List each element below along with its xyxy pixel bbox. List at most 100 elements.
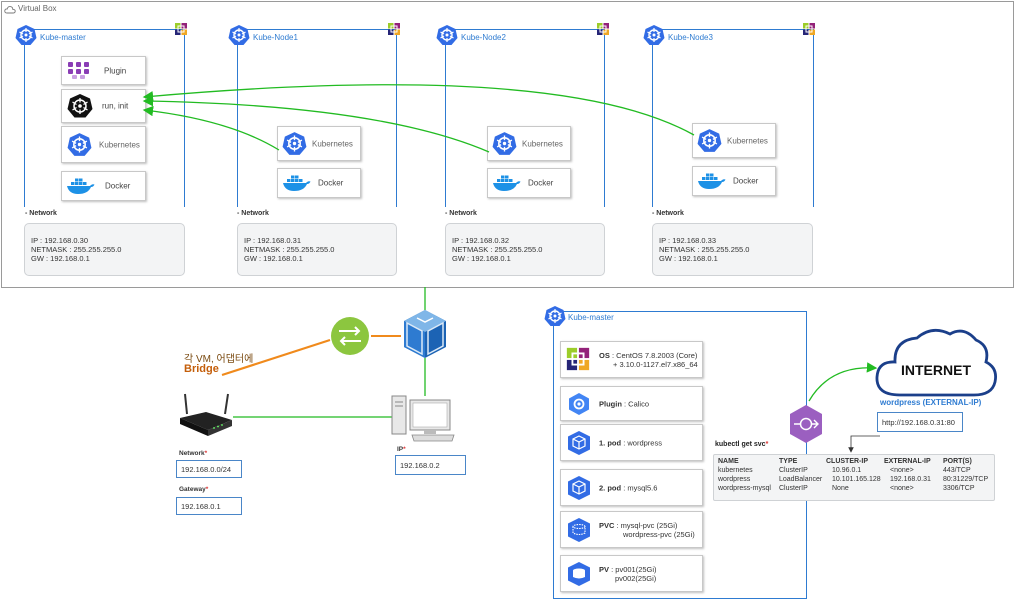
ip-text: IP : 192.168.0.31 bbox=[244, 236, 301, 245]
pvc-item: PVC : mysql-pvc (25Gi) wordpress-pvc (25… bbox=[560, 511, 703, 548]
gw-text: GW : 192.168.0.1 bbox=[31, 254, 90, 263]
node2-docker-box: Docker bbox=[487, 168, 571, 198]
netmask-text: NETMASK : 255.255.255.0 bbox=[244, 245, 335, 254]
bridge-line1: 각 VM, 어댑터에 bbox=[184, 354, 254, 365]
virtualbox-title: Virtual Box bbox=[18, 4, 57, 13]
pv-icon bbox=[568, 562, 590, 586]
docker-icon bbox=[698, 173, 726, 189]
svc-cell: ClusterIP bbox=[779, 485, 808, 492]
svc-table: NAME TYPE CLUSTER-IP EXTERNAL-IP PORT(S)… bbox=[713, 454, 995, 501]
wordpress-url-field: http://192.168.0.31:80 bbox=[877, 412, 963, 432]
gw-text: GW : 192.168.0.1 bbox=[659, 254, 718, 263]
svc-pointer-arrow bbox=[848, 435, 880, 453]
host-ip-field: 192.168.0.2 bbox=[395, 455, 466, 475]
network-field-label: Network* bbox=[179, 450, 208, 457]
svc-header-external-ip: EXTERNAL-IP bbox=[884, 458, 931, 465]
kubernetes-icon bbox=[436, 25, 458, 45]
centos-icon bbox=[566, 347, 590, 371]
internet-label: INTERNET bbox=[901, 362, 971, 378]
kubernetes-icon bbox=[228, 25, 250, 45]
svc-header-type: TYPE bbox=[779, 458, 798, 465]
internet-cloud-icon bbox=[875, 328, 997, 397]
centos-icon bbox=[388, 23, 400, 35]
node3-docker-label: Docker bbox=[733, 176, 759, 186]
node-title-kube-master: Kube-master bbox=[40, 33, 86, 42]
plugin-icon bbox=[68, 62, 89, 79]
network-title: - Network bbox=[652, 210, 684, 217]
gateway-field-label: Gateway* bbox=[179, 486, 209, 493]
svc-cell: 10.96.0.1 bbox=[832, 467, 862, 474]
virtualbox-icon bbox=[404, 310, 446, 358]
docker-icon bbox=[67, 178, 95, 194]
kubernetes-icon bbox=[544, 306, 566, 326]
svc-cell: wordpress bbox=[718, 476, 751, 483]
svc-cell: 3306/TCP bbox=[943, 485, 975, 492]
pod-icon bbox=[568, 476, 590, 500]
svc-cell: <none> bbox=[890, 467, 914, 474]
node1-docker-label: Docker bbox=[318, 178, 344, 188]
svc-cell: 443/TCP bbox=[943, 467, 971, 474]
network-info-kube-master: IP : 192.168.0.30 NETMASK : 255.255.255.… bbox=[24, 223, 185, 276]
node2-docker-label: Docker bbox=[528, 178, 554, 188]
plugin-calico-item: Plugin : Calico bbox=[560, 386, 703, 421]
svc-cell: 80:31229/TCP bbox=[943, 476, 989, 483]
kubernetes-icon bbox=[643, 25, 665, 45]
network-field: 192.168.0.0/24 bbox=[176, 460, 242, 478]
ip-text: IP : 192.168.0.32 bbox=[452, 236, 509, 245]
centos-icon bbox=[803, 23, 815, 35]
host-ip-label: IP* bbox=[397, 446, 406, 453]
pod-wordpress-item: 1. pod : wordpress bbox=[560, 424, 703, 461]
network-title: - Network bbox=[445, 210, 477, 217]
kubernetes-icon bbox=[282, 132, 307, 155]
kubernetes-icon bbox=[492, 132, 517, 155]
kubernetes-black-icon bbox=[67, 94, 93, 118]
switch-icon bbox=[331, 317, 369, 355]
svc-header-cluster-ip: CLUSTER-IP bbox=[826, 458, 868, 465]
gw-text: GW : 192.168.0.1 bbox=[244, 254, 303, 263]
network-title: - Network bbox=[237, 210, 269, 217]
lb-internet-arrow bbox=[808, 362, 878, 402]
node2-kubernetes-label: Kubernetes bbox=[522, 139, 563, 148]
node1-kubernetes-box: Kubernetes bbox=[277, 126, 361, 161]
network-info-kube-node1: IP : 192.168.0.31 NETMASK : 255.255.255.… bbox=[237, 223, 397, 276]
netmask-text: NETMASK : 255.255.255.0 bbox=[31, 245, 122, 254]
pvc-icon bbox=[568, 518, 590, 542]
kube-master-detail-title: Kube-master bbox=[568, 313, 614, 322]
master-docker-box: Docker bbox=[61, 171, 146, 201]
network-info-kube-node3: IP : 192.168.0.33 NETMASK : 255.255.255.… bbox=[652, 223, 813, 276]
network-title: - Network bbox=[25, 210, 57, 217]
svc-cell: ClusterIP bbox=[779, 467, 808, 474]
svc-cell: None bbox=[832, 485, 849, 492]
pod-icon bbox=[568, 431, 590, 455]
node-title-kube-node1: Kube-Node1 bbox=[253, 33, 298, 42]
node3-kubernetes-box: Kubernetes bbox=[692, 123, 776, 158]
node3-docker-box: Docker bbox=[692, 166, 776, 196]
node1-docker-box: Docker bbox=[277, 168, 361, 198]
centos-icon bbox=[175, 23, 187, 35]
ip-text: IP : 192.168.0.33 bbox=[659, 236, 716, 245]
svc-command-label: kubectl get svc* bbox=[715, 441, 769, 448]
netmask-text: NETMASK : 255.255.255.0 bbox=[659, 245, 750, 254]
svc-cell: LoadBalancer bbox=[779, 476, 823, 483]
gateway-field: 192.168.0.1 bbox=[176, 497, 242, 515]
svc-header-name: NAME bbox=[718, 458, 739, 465]
node1-kubernetes-label: Kubernetes bbox=[312, 139, 353, 148]
kubernetes-icon bbox=[67, 133, 92, 156]
pv-item: PV : pv001(25Gi) pv002(25Gi) bbox=[560, 555, 703, 592]
node3-kubernetes-label: Kubernetes bbox=[727, 136, 768, 145]
network-info-kube-node2: IP : 192.168.0.32 NETMASK : 255.255.255.… bbox=[445, 223, 605, 276]
ip-text: IP : 192.168.0.30 bbox=[31, 236, 88, 245]
node2-kubernetes-box: Kubernetes bbox=[487, 126, 571, 161]
run-init-box: run, init bbox=[61, 89, 146, 123]
cloud-icon bbox=[4, 2, 16, 20]
bridge-line2: Bridge bbox=[184, 363, 219, 375]
master-kubernetes-box: Kubernetes bbox=[61, 126, 146, 163]
svc-header-ports: PORT(S) bbox=[943, 458, 972, 465]
wordpress-external-label: wordpress (EXTERNAL-IP) bbox=[880, 398, 982, 407]
svc-cell: <none> bbox=[890, 485, 914, 492]
run-init-label: run, init bbox=[102, 101, 129, 111]
master-docker-label: Docker bbox=[105, 181, 131, 191]
host-pc-icon bbox=[391, 395, 455, 442]
node-title-kube-node3: Kube-Node3 bbox=[668, 33, 713, 42]
node-title-kube-node2: Kube-Node2 bbox=[461, 33, 506, 42]
